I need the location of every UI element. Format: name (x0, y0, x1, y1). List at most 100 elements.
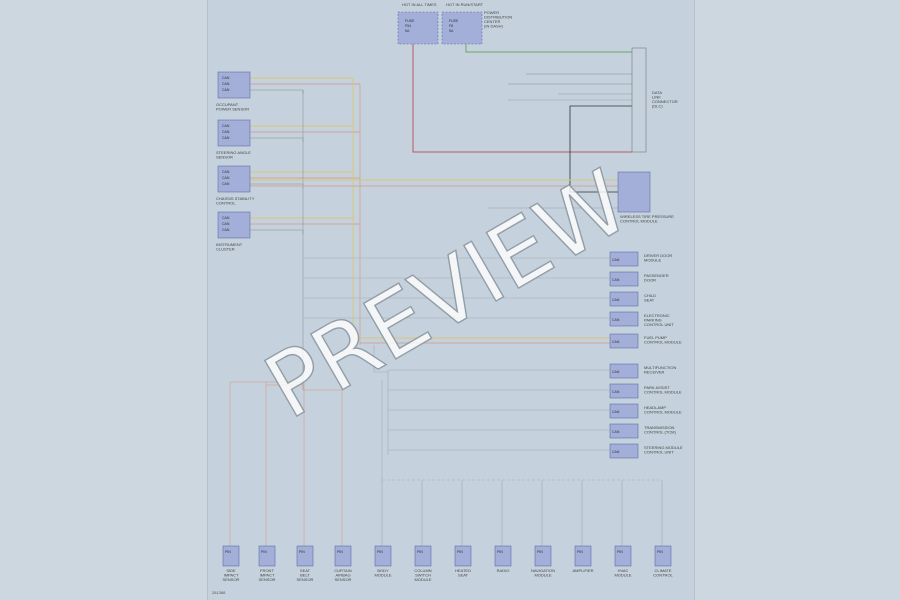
left-module-caption: INSTRUMENT (216, 242, 243, 247)
bottom-module-caption: SEAT (300, 568, 311, 573)
pin-label: CAN (612, 298, 620, 302)
bottom-module (374, 545, 392, 567)
pin-label: CAN (612, 318, 620, 322)
fuse-text: F54 (405, 24, 411, 28)
left-module-caption: POWER SENSOR (216, 107, 249, 112)
wire (250, 229, 304, 234)
pin-label: PIN (457, 550, 463, 554)
right-module-caption: CONTROL MODULE (644, 340, 682, 345)
dlc-caption: (DLC) (652, 104, 663, 109)
right-bus-caption: WIRELESS TIRE PRESSURE (620, 214, 674, 219)
right-module-caption: CHILD (644, 293, 656, 298)
power-center-caption: CENTER (484, 19, 501, 24)
right-module-caption: DRIVER DOOR (644, 253, 672, 258)
right-module-caption: PASSENGER (644, 273, 669, 278)
pin-label: CAN (222, 228, 230, 232)
pin-label: CAN (222, 88, 230, 92)
fuse-caption: HOT IN RUN/START (446, 2, 484, 7)
power-center-caption: POWER (484, 10, 499, 15)
bottom-module (614, 545, 632, 567)
right-module (609, 333, 639, 349)
bottom-module (454, 545, 472, 567)
wire (303, 382, 343, 391)
left-module (217, 165, 251, 193)
pin-label: CAN (612, 410, 620, 414)
bottom-module-caption: SIDE (226, 568, 236, 573)
pin-label: CAN (612, 450, 620, 454)
right-module-caption: STEERING MODULE (644, 445, 683, 450)
right-module-caption: SEAT (644, 298, 655, 303)
pin-label: CAN (222, 176, 230, 180)
wire (250, 89, 304, 94)
left-module (217, 71, 251, 99)
right-module-caption: CONTROL MODULE (644, 410, 682, 415)
bottom-module-caption: MODULE (614, 573, 631, 578)
bottom-module-caption: BELT (300, 573, 310, 578)
wire (250, 137, 304, 142)
bottom-module-caption: MODULE (374, 573, 391, 578)
pin-label: CAN (222, 182, 230, 186)
pin-label: PIN (377, 550, 383, 554)
page-code: 281388 (212, 590, 226, 595)
right-module-caption: CONTROL UNIT (644, 322, 674, 327)
pin-label: PIN (617, 550, 623, 554)
wire (266, 384, 305, 390)
bottom-module-caption: SENSOR (335, 577, 352, 582)
right-module-caption: PARK ASSIST (644, 385, 670, 390)
bottom-module (258, 545, 276, 567)
bottom-module-caption: SEAT (458, 573, 469, 578)
right-module (609, 423, 639, 439)
dlc-caption: LINK (652, 95, 661, 100)
bottom-module (414, 545, 432, 567)
pin-label: CAN (222, 124, 230, 128)
right-module-caption: FUEL PUMP (644, 335, 667, 340)
pin-label: CAN (222, 130, 230, 134)
left-module-caption: CHASSIS STABILITY (216, 196, 255, 201)
bottom-module-caption: SWITCH (415, 573, 431, 578)
bottom-module-caption: AIRBAG (335, 573, 350, 578)
bottom-module-caption: IMPACT (260, 573, 275, 578)
bottom-module-caption: IMPACT (224, 573, 239, 578)
bottom-module (222, 545, 240, 567)
power-center-caption: (IN DASH) (484, 24, 504, 29)
bottom-module-caption: CONTROL (653, 573, 673, 578)
left-module-caption: STEERING ANGLE (216, 150, 251, 155)
left-module-caption: SENSOR (216, 155, 233, 160)
pin-label: CAN (222, 136, 230, 140)
pin-label: PIN (497, 550, 503, 554)
pin-label: CAN (222, 76, 230, 80)
wire-red (412, 44, 632, 153)
bottom-module-caption: CLIMATE (654, 568, 671, 573)
bottom-module-caption: HVAC (618, 568, 629, 573)
fuse-text: 5A (405, 29, 410, 33)
bottom-module-caption: HEATED (455, 568, 471, 573)
fuse-text: FUSE (405, 19, 415, 23)
right-module (609, 271, 639, 287)
bottom-module-caption: MODULE (534, 573, 551, 578)
pin-label: CAN (222, 216, 230, 220)
pin-label: CAN (222, 82, 230, 86)
left-module-caption: OCCUPANT (216, 102, 239, 107)
fuse-text: F8 (449, 24, 453, 28)
fuse-box-f8 (441, 11, 483, 45)
left-module (217, 119, 251, 147)
right-module-caption: HEADLAMP (644, 405, 666, 410)
right-module-caption: DOOR (644, 278, 656, 283)
pin-label: PIN (337, 550, 343, 554)
pin-label: CAN (612, 278, 620, 282)
pin-label: CAN (612, 340, 620, 344)
fuse-text: FUSE (449, 19, 459, 23)
right-module (609, 291, 639, 307)
dlc-connector (631, 47, 647, 153)
pin-label: CAN (612, 370, 620, 374)
left-module-caption: CONTROL (216, 201, 236, 206)
right-module-caption: CONTROL UNIT (644, 450, 674, 455)
pin-label: PIN (261, 550, 267, 554)
right-module-caption: CONTROL (TCM) (644, 430, 677, 435)
right-module-caption: PARKING (644, 318, 662, 323)
dlc-caption: DATA (652, 90, 662, 95)
right-module-caption: ELECTRONIC (644, 313, 670, 318)
pin-label: PIN (577, 550, 583, 554)
right-module-caption: MULTIFUNCTION (644, 365, 676, 370)
